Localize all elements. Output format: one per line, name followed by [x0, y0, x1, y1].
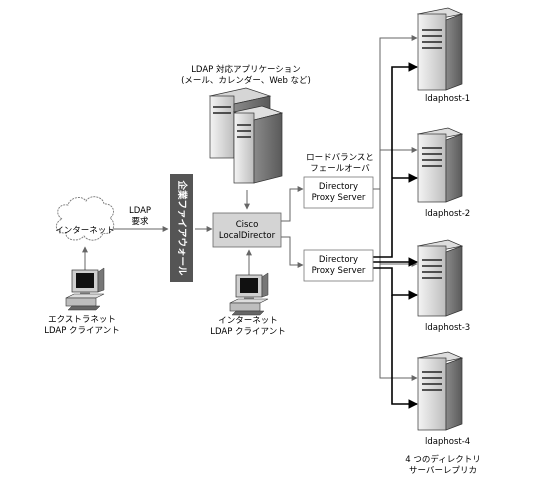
host-4-label: ldaphost-4 [425, 437, 470, 447]
host-server-icon [416, 7, 464, 91]
proxy-server-2-line1: Directory [319, 255, 358, 265]
load-balance-line1: ロードバランスと [306, 153, 374, 163]
proxy-server-1-line2: Proxy Server [312, 193, 366, 203]
host-3-label: ldaphost-3 [425, 323, 470, 333]
host-server-icon [416, 127, 464, 203]
proxy-server-2-line2: Proxy Server [312, 266, 366, 276]
host-server-icon [416, 239, 464, 317]
firewall-label: 企業ファイアウォール [176, 179, 188, 276]
proxy-server-1-line1: Directory [319, 182, 358, 192]
local-director-box: Cisco LocalDirector [212, 212, 282, 248]
host-1-label: ldaphost-1 [425, 94, 470, 104]
app-label-line1: LDAP 対応アプリケーション [191, 64, 301, 75]
extranet-client-line1: エクストラネット [48, 315, 116, 325]
local-director-line1: Cisco [236, 220, 259, 230]
primary-connector-lines [373, 62, 418, 409]
load-balance-line2: フェールオーバ [310, 164, 370, 174]
internet-client-line2: LDAP クライアント [210, 327, 285, 337]
firewall-icon: 企業ファイアウォール [170, 174, 193, 282]
app-label-line2: (メール、カレンダー、Web など) [181, 75, 311, 86]
connector-lines [82, 35, 418, 381]
internet-cloud-icon [55, 196, 115, 241]
proxy-server-box: Directory Proxy Server [303, 176, 374, 209]
local-director-line2: LocalDirector [219, 231, 276, 241]
replica-caption-line2: サーバーレプリカ [409, 466, 477, 476]
host-server-icon [416, 351, 464, 431]
internet-cloud-label: インターネット [55, 226, 115, 236]
application-server-icon [208, 87, 284, 184]
extranet-client-line2: LDAP クライアント [44, 326, 119, 336]
internet-client-workstation-icon [229, 272, 269, 316]
proxy-server-box: Directory Proxy Server [303, 249, 374, 282]
ldap-request-line2: 要求 [131, 216, 149, 227]
ldap-request-line1: LDAP [129, 206, 151, 216]
replica-caption-line1: 4 つのディレクトリ [405, 454, 481, 465]
extranet-client-workstation-icon [65, 267, 105, 311]
host-2-label: ldaphost-2 [425, 209, 470, 219]
internet-client-line1: インターネット [218, 316, 278, 326]
